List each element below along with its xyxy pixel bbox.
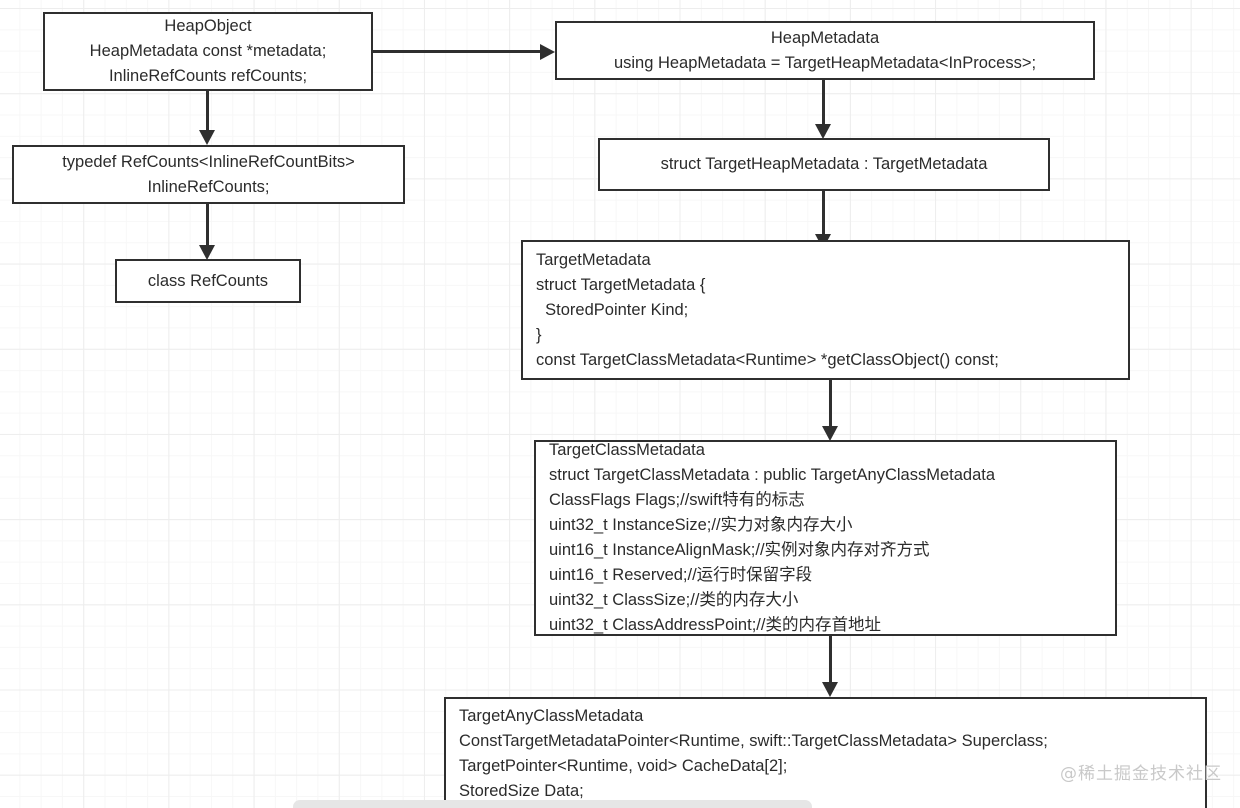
node-struct-target-heap-metadata-line-0: struct TargetHeapMetadata : TargetMetada…	[660, 155, 988, 173]
node-heap-metadata[interactable]: HeapMetadata using HeapMetadata = Target…	[555, 21, 1095, 80]
node-target-class-metadata-line-3: uint32_t InstanceSize;//实力对象内存大小	[549, 516, 853, 534]
edge-targetclassmetadata-to-targetanyclassmetadata	[829, 635, 832, 682]
node-heap-object[interactable]: HeapObject HeapMetadata const *metadata;…	[43, 12, 373, 91]
node-heap-object-line-0: HeapObject	[164, 17, 252, 35]
watermark-text: @稀土掘金技术社区	[1060, 764, 1222, 784]
node-inline-refcounts-typedef[interactable]: typedef RefCounts<InlineRefCountBits> In…	[12, 145, 405, 204]
arrowhead-heapobject-to-heapmetadata	[540, 44, 555, 60]
node-target-class-metadata-line-1: struct TargetClassMetadata : public Targ…	[549, 466, 996, 484]
node-target-metadata-line-3: }	[536, 325, 542, 344]
edge-typedef-to-class-refcounts	[206, 203, 209, 247]
edge-heapobject-to-heapmetadata	[373, 50, 540, 53]
arrowhead-targetmetadata-to-targetclassmetadata	[822, 426, 838, 441]
bottom-toolbar-strip[interactable]	[293, 800, 812, 808]
node-target-metadata-line-2: StoredPointer Kind;	[536, 300, 689, 319]
node-target-any-class-metadata-line-1: ConstTargetMetadataPointer<Runtime, swif…	[459, 731, 1048, 750]
arrowhead-heapmetadata-to-struct-targetheapmetadata	[815, 124, 831, 139]
node-target-class-metadata-line-0: TargetClassMetadata	[549, 441, 705, 459]
node-class-refcounts[interactable]: class RefCounts	[115, 259, 301, 303]
node-target-class-metadata-line-7: uint32_t ClassAddressPoint;//类的内存首地址	[549, 616, 881, 634]
node-target-any-class-metadata-line-2: TargetPointer<Runtime, void> CacheData[2…	[459, 756, 788, 775]
node-inline-refcounts-typedef-line-0: typedef RefCounts<InlineRefCountBits>	[62, 152, 355, 171]
node-target-any-class-metadata-line-3: StoredSize Data;	[459, 781, 584, 800]
node-target-class-metadata-line-2: ClassFlags Flags;//swift特有的标志	[549, 491, 805, 509]
edge-heapobject-to-typedef	[206, 90, 209, 132]
arrowhead-heapobject-to-typedef	[199, 130, 215, 145]
node-struct-target-heap-metadata[interactable]: struct TargetHeapMetadata : TargetMetada…	[598, 138, 1050, 191]
arrowhead-targetclassmetadata-to-targetanyclassmetadata	[822, 682, 838, 697]
node-target-metadata-line-4: const TargetClassMetadata<Runtime> *getC…	[536, 350, 999, 369]
node-target-any-class-metadata-line-0: TargetAnyClassMetadata	[459, 706, 644, 725]
node-heap-metadata-line-0: HeapMetadata	[770, 28, 880, 47]
node-target-any-class-metadata[interactable]: TargetAnyClassMetadata ConstTargetMetada…	[444, 697, 1207, 808]
arrowhead-typedef-to-class-refcounts	[199, 245, 215, 260]
edge-heapmetadata-to-struct-targetheapmetadata	[822, 80, 825, 126]
node-target-class-metadata-line-4: uint16_t InstanceAlignMask;//实例对象内存对齐方式	[549, 541, 930, 559]
node-class-refcounts-line-0: class RefCounts	[147, 271, 269, 290]
node-target-class-metadata-line-6: uint32_t ClassSize;//类的内存大小	[549, 591, 799, 609]
node-target-metadata-line-1: struct TargetMetadata {	[536, 275, 706, 294]
node-heap-object-line-1: HeapMetadata const *metadata;	[89, 42, 327, 60]
node-heap-metadata-line-1: using HeapMetadata = TargetHeapMetadata<…	[613, 53, 1037, 72]
edge-targetmetadata-to-targetclassmetadata	[829, 379, 832, 426]
node-target-metadata-line-0: TargetMetadata	[536, 250, 651, 269]
node-target-class-metadata[interactable]: TargetClassMetadata struct TargetClassMe…	[534, 440, 1117, 636]
node-inline-refcounts-typedef-line-1: InlineRefCounts;	[147, 177, 270, 196]
node-target-metadata[interactable]: TargetMetadata struct TargetMetadata { S…	[521, 240, 1130, 380]
node-target-class-metadata-line-5: uint16_t Reserved;//运行时保留字段	[549, 566, 813, 584]
edge-struct-targetheapmetadata-to-targetmetadata	[822, 191, 825, 236]
node-heap-object-line-2: InlineRefCounts refCounts;	[108, 67, 308, 85]
